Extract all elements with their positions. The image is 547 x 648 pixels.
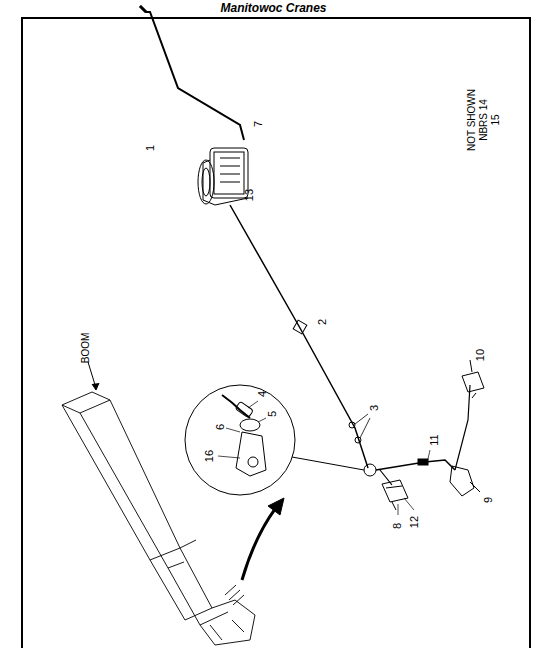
callout-number: 13 (244, 189, 255, 201)
callout-number: 5 (267, 411, 278, 417)
note-text: NBRS 14 (479, 99, 489, 141)
callout-number: 12 (409, 516, 420, 528)
boom (62, 392, 255, 645)
callout-number: 4 (257, 391, 268, 397)
callout-number: 11 (429, 434, 440, 445)
wire (376, 460, 455, 470)
detail-circle (185, 385, 295, 495)
callout-number: 1 (145, 145, 156, 151)
note-text: NOT SHOWN (467, 89, 477, 151)
callout-number: 10 (475, 349, 486, 361)
arrowhead (268, 498, 284, 515)
anchor-detail (222, 395, 266, 476)
callout-number: 8 (392, 523, 403, 529)
callout-number: 3 (369, 405, 380, 411)
note-text: 15 (491, 114, 501, 125)
callout-number: 6 (215, 424, 226, 430)
page-frame (22, 18, 530, 648)
callout-number: 16 (204, 450, 215, 462)
connector (462, 360, 484, 392)
cable-weight (293, 320, 307, 334)
part-label: BOOM (81, 333, 91, 364)
leader (292, 457, 364, 470)
callout-number: 9 (483, 497, 494, 503)
callout-number: 2 (317, 319, 328, 325)
splice (418, 459, 428, 465)
connector (450, 466, 480, 496)
page-header: Manitowoc Cranes (0, 1, 547, 15)
cable-reel (198, 148, 248, 205)
curved-arrow (242, 505, 278, 580)
cable-clamp (349, 422, 355, 428)
callout-number: 7 (253, 121, 264, 127)
arrowhead (92, 383, 99, 390)
cable (230, 205, 368, 468)
wire (455, 385, 470, 470)
switch (382, 480, 408, 510)
cable (140, 6, 244, 140)
anchor (364, 464, 376, 476)
